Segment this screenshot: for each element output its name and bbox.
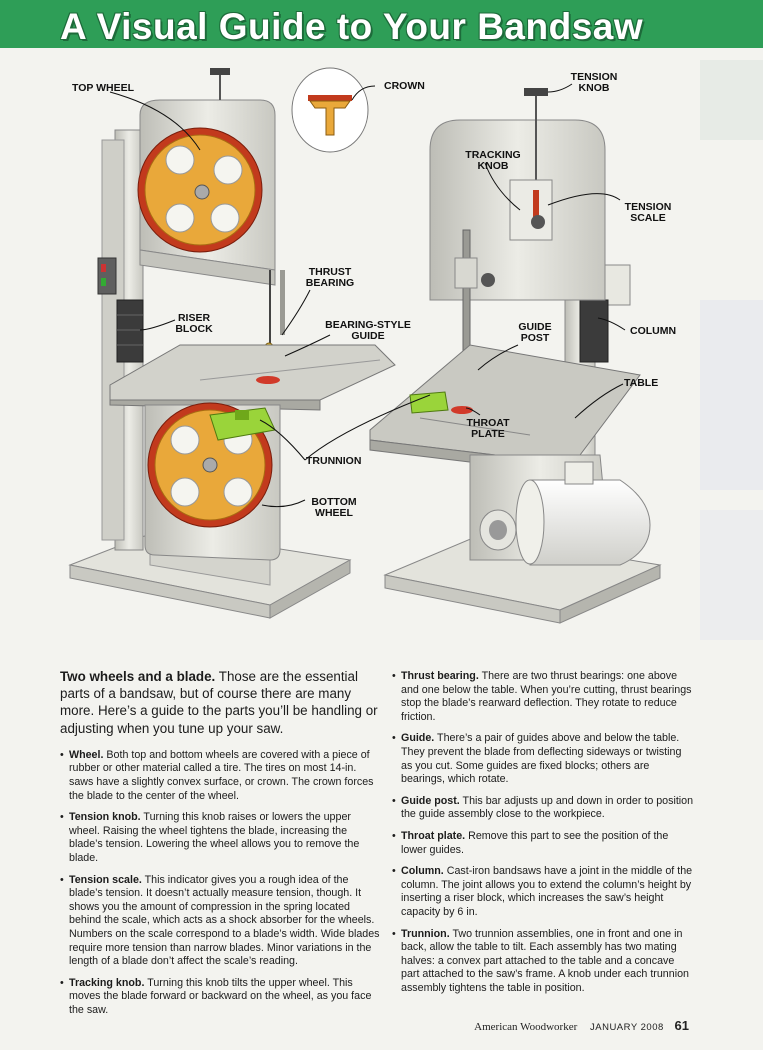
- open-bandsaw: [68, 67, 396, 619]
- page-title: A Visual Guide to Your Bandsaw: [60, 6, 644, 47]
- list-item: Wheel. Both top and bottom wheels are co…: [60, 749, 382, 803]
- list-item: Tension knob. Turning this knob raises o…: [60, 811, 382, 865]
- parts-list-left: Wheel. Both top and bottom wheels are co…: [60, 749, 382, 1018]
- list-item: Guide. There’s a pair of guides above an…: [392, 732, 694, 786]
- list-item: Thrust bearing. There are two thrust bea…: [392, 670, 694, 724]
- text-column-left: Two wheels and a blade. Those are the es…: [60, 668, 382, 1026]
- bandsaw-illustration: [68, 67, 662, 624]
- parts-list-right: Thrust bearing. There are two thrust bea…: [392, 670, 694, 995]
- intro-paragraph: Two wheels and a blade. Those are the es…: [60, 669, 378, 736]
- page-footer: American Woodworker JANUARY 2008 61: [474, 1018, 689, 1033]
- label-trunnion: TRUNNION: [306, 455, 362, 467]
- bleed-through-margin: [700, 0, 763, 1050]
- list-item: Trunnion. Two trunnion assemblies, one i…: [392, 928, 694, 996]
- text-column-right: Thrust bearing. There are two thrust bea…: [392, 670, 694, 1003]
- callout-leaders: [109, 83, 626, 508]
- magazine-name: American Woodworker: [474, 1021, 578, 1033]
- list-item: Throat plate. Remove this part to see th…: [392, 830, 694, 857]
- closed-bandsaw: [369, 88, 662, 624]
- label-top-wheel: TOP WHEEL: [72, 82, 135, 94]
- list-item: Column. Cast-iron bandsaws have a joint …: [392, 865, 694, 919]
- page-number: 61: [674, 1018, 689, 1033]
- list-item: Tracking knob. Turning this knob tilts t…: [60, 977, 382, 1018]
- label-table: TABLE: [624, 377, 659, 389]
- label-column: COLUMN: [630, 325, 677, 337]
- list-item: Guide post. This bar adjusts up and down…: [392, 795, 694, 822]
- title-banner: [0, 0, 763, 48]
- issue-date: JANUARY 2008: [590, 1022, 664, 1033]
- label-crown: CROWN: [384, 80, 425, 92]
- list-item: Tension scale. This indicator gives you …: [60, 874, 382, 969]
